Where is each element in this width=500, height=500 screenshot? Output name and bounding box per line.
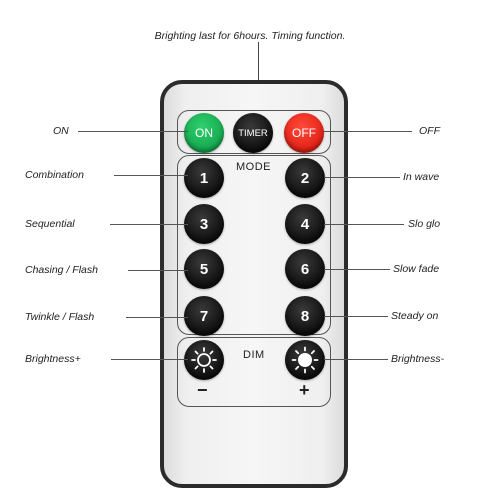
- label-brightness-plus: Brightness+: [25, 353, 81, 365]
- key-8-button[interactable]: 8: [285, 296, 325, 336]
- label-steady-on: Steady on: [391, 310, 439, 322]
- label-slow-fade: Slow fade: [393, 263, 440, 275]
- on-button[interactable]: ON: [184, 113, 224, 153]
- leader-twinkle-flash: [126, 317, 188, 318]
- sun-outline-icon: [191, 347, 217, 373]
- leader-in-wave: [324, 177, 400, 178]
- sun-filled-icon: [291, 346, 319, 374]
- mode-label: MODE: [236, 161, 271, 173]
- key-7-button[interactable]: 7: [184, 296, 224, 336]
- label-chasing-flash: Chasing / Flash: [25, 264, 98, 276]
- key-3-button[interactable]: 3: [184, 204, 224, 244]
- leader-brightness-minus: [324, 359, 388, 360]
- key-5-button[interactable]: 5: [184, 249, 224, 289]
- label-brightness-minus: Brightness-: [391, 353, 445, 365]
- leader-brightness-plus: [111, 359, 188, 360]
- brightness-up-button[interactable]: [285, 340, 325, 380]
- power-panel: [177, 110, 331, 154]
- dim-panel: [177, 337, 331, 407]
- leader-sequential: [110, 224, 188, 225]
- label-sequential: Sequential: [25, 218, 75, 230]
- key-6-button[interactable]: 6: [285, 249, 325, 289]
- leader-slo-glo: [324, 224, 404, 225]
- label-in-wave: In wave: [403, 171, 440, 183]
- mode-panel: [177, 155, 331, 335]
- minus-sign: −: [197, 380, 208, 400]
- key-1-button[interactable]: 1: [184, 158, 224, 198]
- plus-sign: +: [299, 380, 310, 400]
- label-on: ON: [53, 125, 69, 137]
- label-off: OFF: [419, 125, 440, 137]
- leader-on: [78, 131, 188, 132]
- timer-button[interactable]: TIMER: [233, 113, 273, 153]
- off-button[interactable]: OFF: [284, 113, 324, 153]
- leader-chasing-flash: [128, 270, 188, 271]
- key-2-button[interactable]: 2: [285, 158, 325, 198]
- timer-caption: Brighting last for 6hours. Timing functi…: [154, 30, 346, 42]
- label-slo-glo: Slo glo: [408, 218, 441, 230]
- leader-steady-on: [324, 316, 388, 317]
- leader-combination: [114, 175, 188, 176]
- label-combination: Combination: [25, 169, 84, 181]
- key-4-button[interactable]: 4: [285, 204, 325, 244]
- leader-off: [324, 131, 412, 132]
- dim-label: DIM: [243, 349, 265, 361]
- label-twinkle-flash: Twinkle / Flash: [25, 311, 95, 323]
- brightness-down-button[interactable]: [184, 340, 224, 380]
- leader-slow-fade: [324, 269, 390, 270]
